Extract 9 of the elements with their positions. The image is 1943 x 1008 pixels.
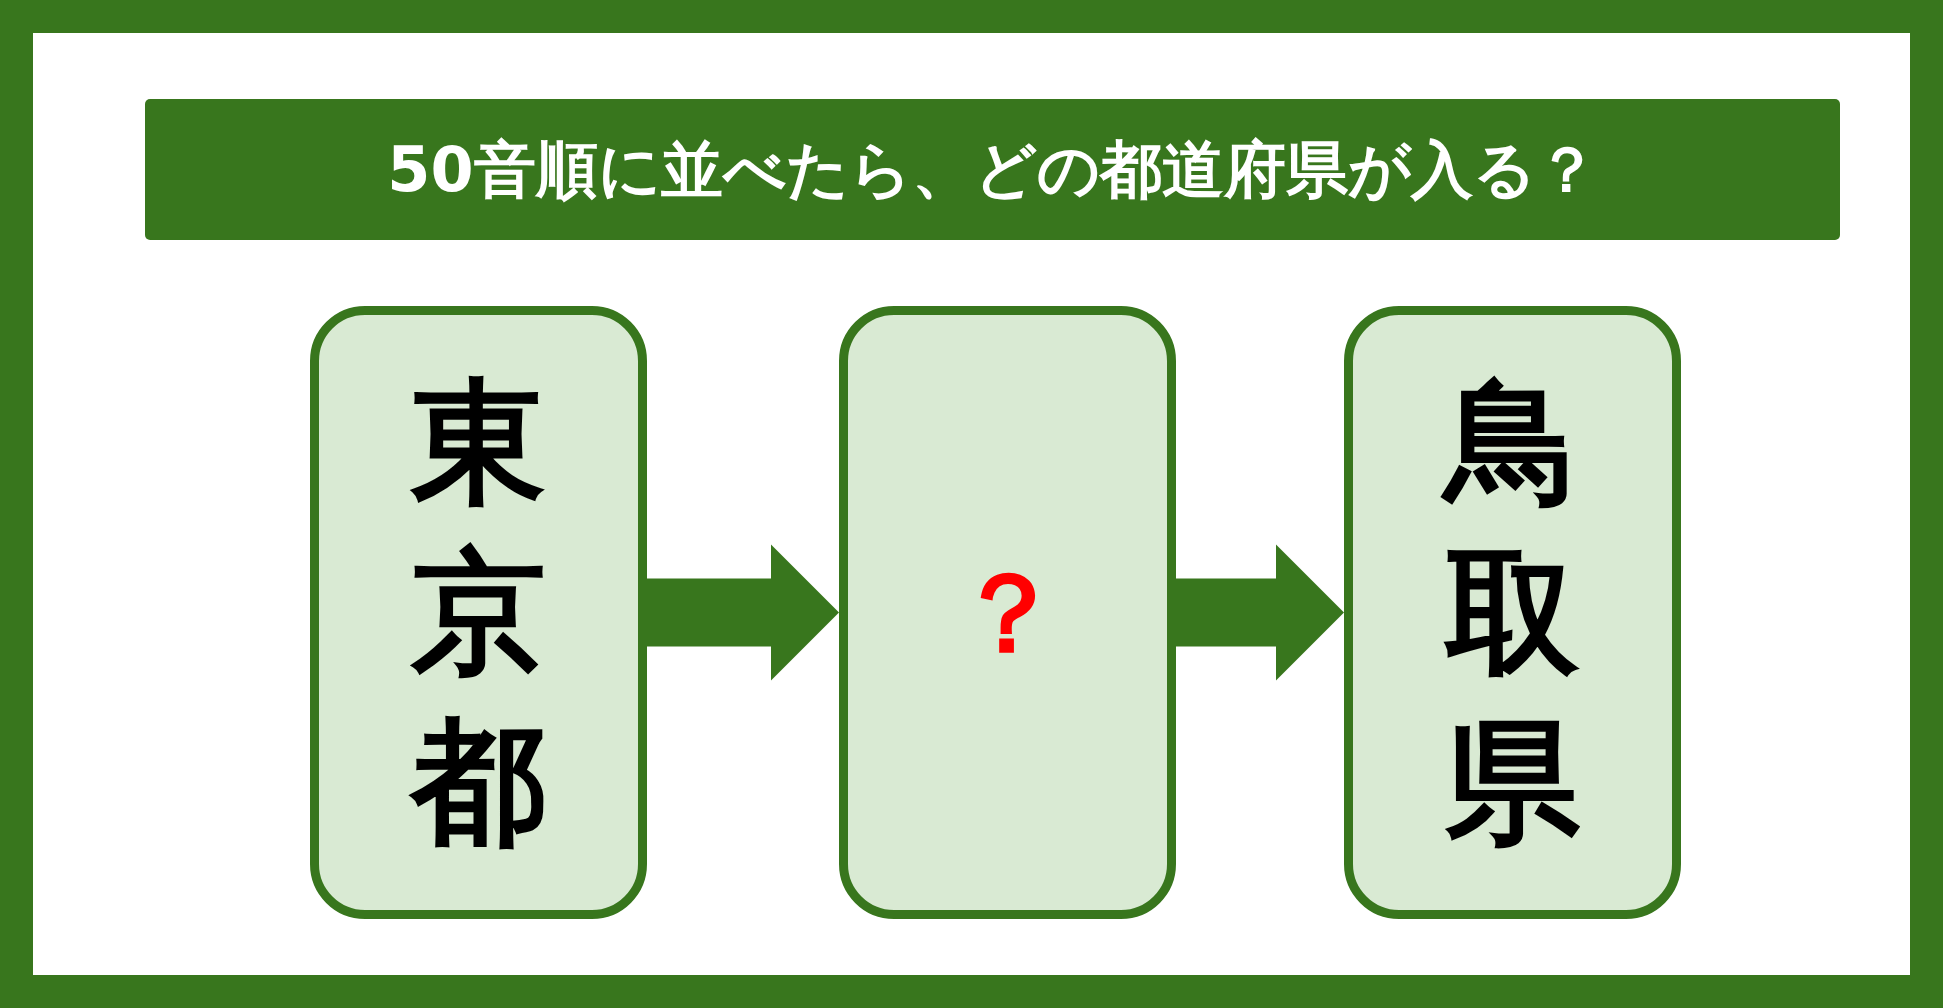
prefecture-name: 東京都 [408,357,549,868]
title-banner: 50音順に並べたら、どの都道府県が入る？ [145,99,1840,240]
block-arrow [1176,544,1344,681]
block-arrow [647,544,839,681]
rounded-box [839,306,1176,919]
prefecture-name: 鳥取県 [1442,357,1583,868]
question-mark: ？ [951,547,1064,679]
rounded-box [310,306,647,919]
rounded-box [1344,306,1681,919]
